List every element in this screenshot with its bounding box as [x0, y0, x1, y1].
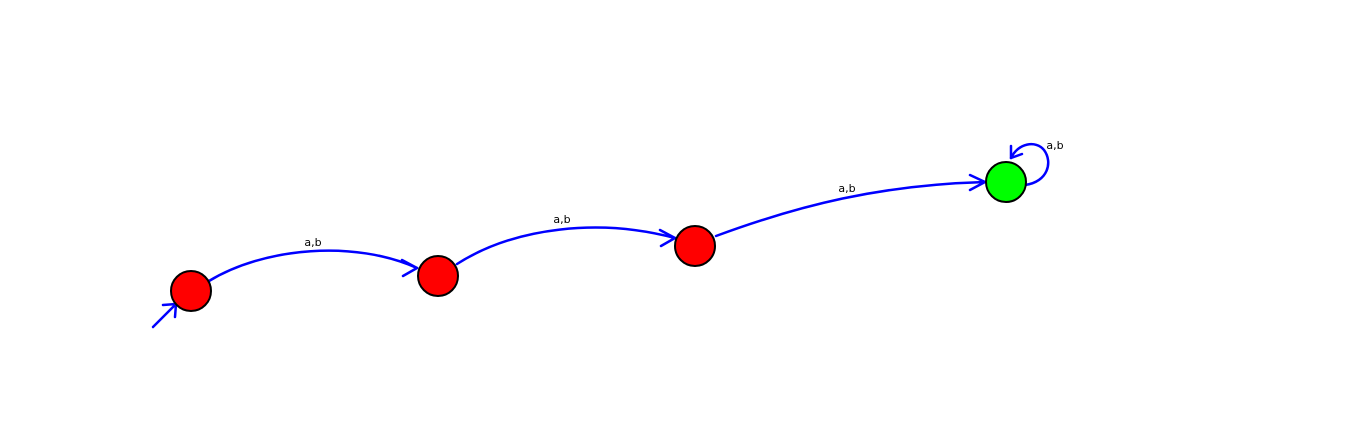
edge-q0-q1-arrowhead: [400, 258, 419, 278]
state-q2: [674, 225, 716, 267]
edge-label-q0-q1: a,b: [304, 236, 321, 249]
edge-label-q1-q2: a,b: [553, 213, 570, 226]
state-q1: [417, 255, 459, 297]
start-arrow: [151, 302, 178, 329]
start-arrow-line: [151, 302, 178, 329]
edge-label-q3-q3: a,b: [1046, 139, 1063, 152]
edge-q2-q3: [714, 180, 987, 238]
edge-label-q2-q3: a,b: [838, 182, 855, 195]
edge-q1-q2: [455, 226, 677, 266]
transition-q1-q2: a,b: [455, 213, 677, 266]
edge-q1-q2-arrowhead: [658, 228, 677, 248]
edge-q3-loop-arrowhead: [1009, 144, 1024, 160]
state-q3-accepting: [985, 161, 1027, 203]
transition-q2-q3: a,b: [714, 173, 987, 238]
edge-q3-loop: [1009, 142, 1050, 187]
transition-q0-q1: a,b: [207, 236, 419, 283]
edge-q0-q1: [207, 249, 419, 283]
state-q0: [170, 270, 212, 312]
transition-q3-q3: a,b: [1009, 139, 1064, 187]
